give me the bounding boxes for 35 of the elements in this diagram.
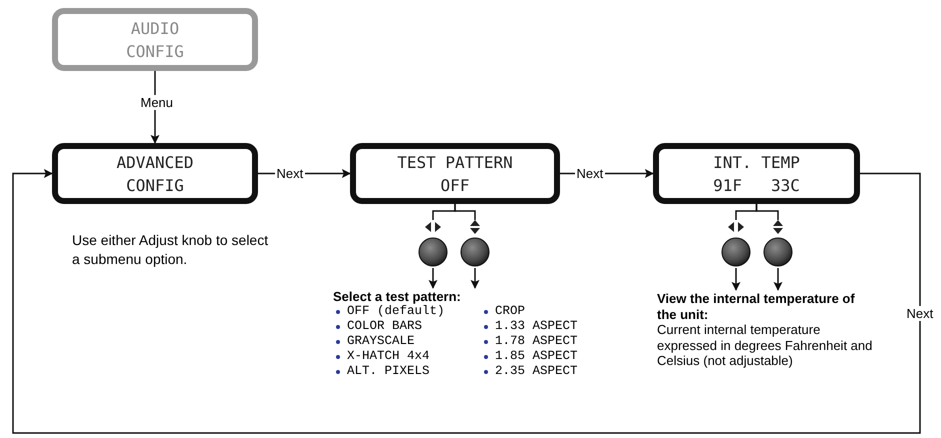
edge-label: Menu — [138, 94, 176, 110]
display-screen — [350, 143, 560, 204]
list-item: ALT. PIXELS — [347, 364, 430, 379]
list-item: COLOR BARS — [347, 319, 422, 334]
list-item: 1.85 ASPECT — [495, 349, 578, 364]
display-text: AUDIO — [130, 18, 180, 40]
list-item: X-HATCH 4x4 — [347, 349, 430, 364]
arrow — [12, 169, 921, 434]
edge-label: Next — [904, 306, 936, 320]
display-screen — [52, 143, 258, 204]
display-text: ADVANCED — [116, 152, 194, 174]
description-text: Current internal temperature expressed in degrees Fahrenheit and Celsius (not adjustable) — [657, 322, 874, 368]
display-screen — [52, 8, 258, 71]
note-text: Use either Adjust knob to select a submenu option. — [72, 231, 270, 269]
list-item: OFF (default) — [347, 304, 445, 319]
display-text: CONFIG — [126, 174, 184, 196]
connector-line — [756, 204, 779, 220]
display-text: 91F 33C — [713, 174, 800, 196]
arrow — [428, 268, 438, 289]
display-text: INT. TEMP — [713, 152, 800, 174]
list-heading: Select a test pattern: — [333, 289, 462, 304]
arrow — [732, 268, 740, 291]
list-item: GRAYSCALE — [347, 334, 415, 349]
display-text: TEST PATTERN — [397, 152, 513, 174]
arrow — [774, 268, 782, 291]
display-text: OFF — [440, 174, 470, 196]
display-text: CONFIG — [126, 40, 184, 62]
list-item: 1.33 ASPECT — [495, 319, 578, 334]
description-heading: View the internal temperature of the unit: — [657, 291, 856, 322]
display-screen — [653, 143, 860, 204]
list-item: 2.35 ASPECT — [495, 364, 578, 379]
connector-line — [454, 204, 476, 220]
arrow — [470, 268, 480, 289]
list-item: CROP — [495, 304, 526, 319]
list-item: 1.78 ASPECT — [495, 334, 578, 349]
